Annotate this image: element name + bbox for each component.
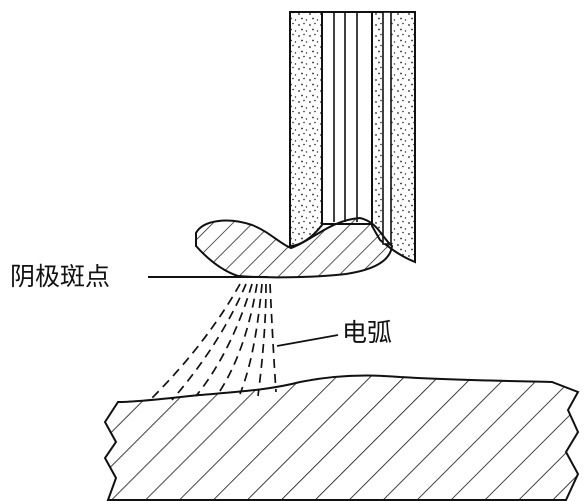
arc-label: 电弧 [342, 318, 392, 347]
right-coating [371, 11, 416, 264]
workpiece [103, 374, 580, 501]
left-coating [289, 11, 323, 248]
arc-lines [151, 283, 277, 401]
core-wire [321, 11, 373, 225]
arc-leader [276, 334, 339, 347]
cathode-spot-label: 阴极斑点 [10, 262, 110, 291]
